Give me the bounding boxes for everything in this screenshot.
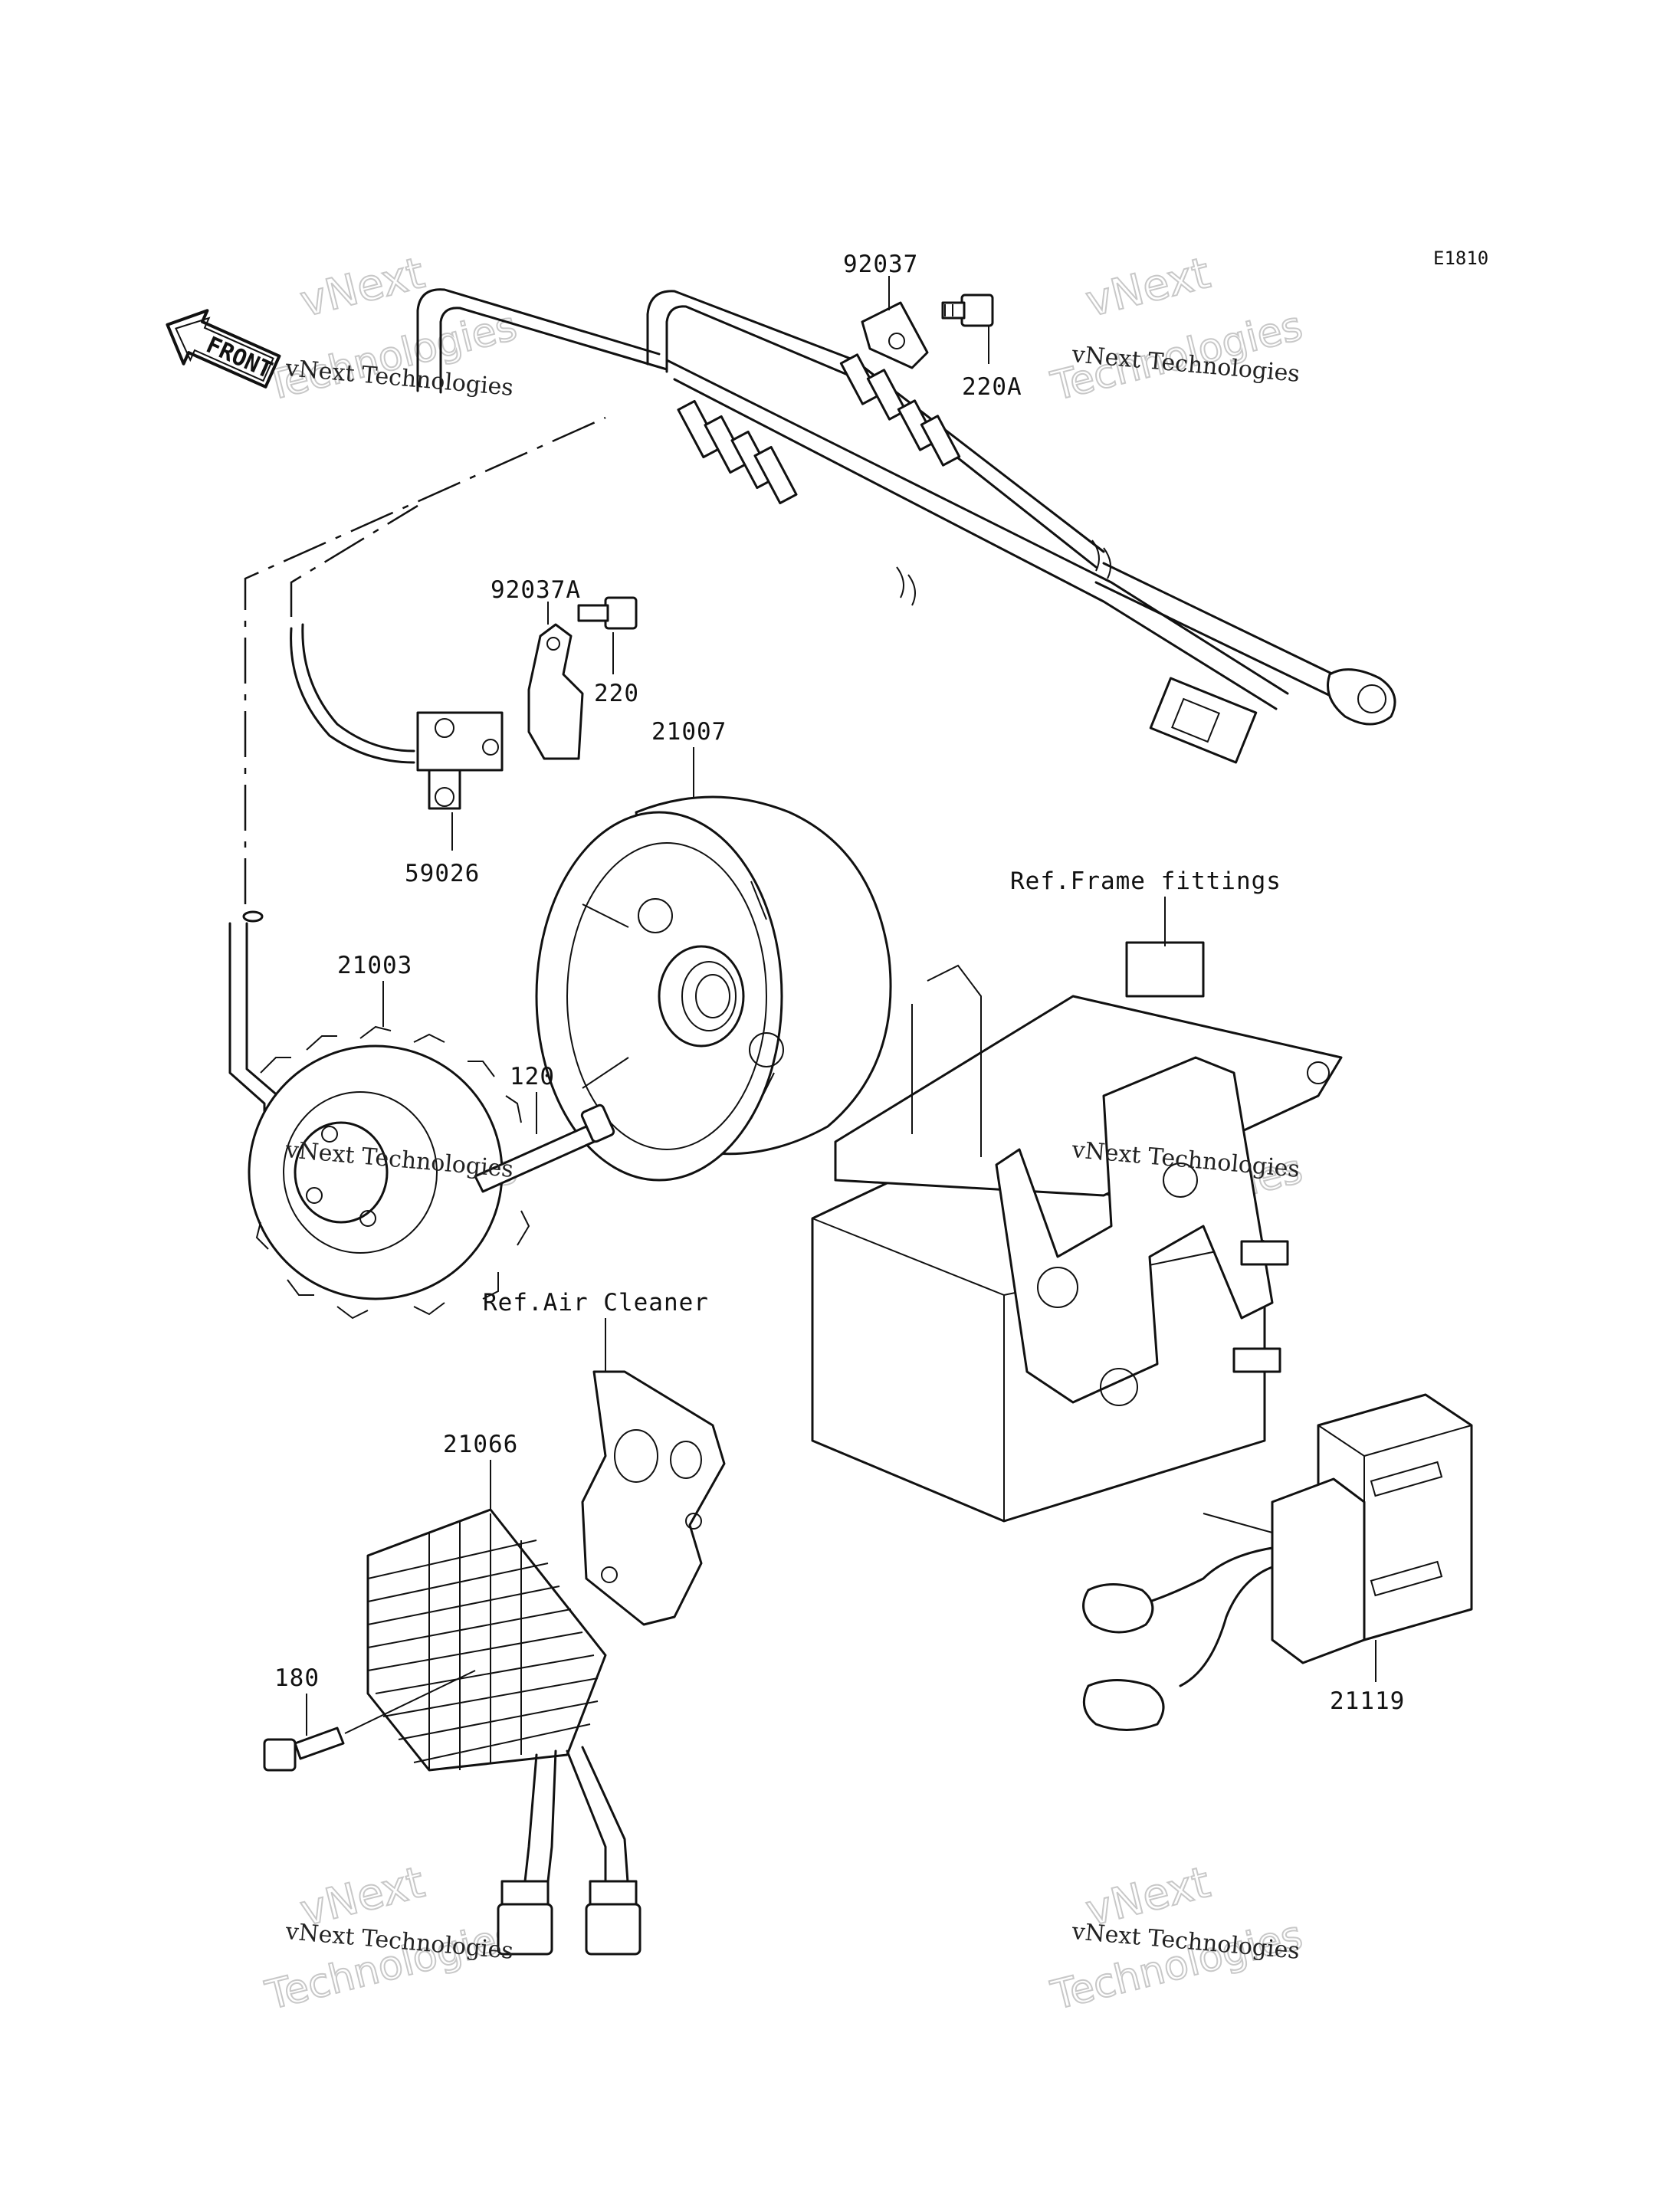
air-cleaner-bracket	[581, 1370, 726, 1626]
bracket-92037A	[527, 623, 584, 760]
ref-label-frame-fittings[interactable]: Ref.Frame fittings	[1010, 867, 1281, 895]
part-label-21003[interactable]: 21003	[337, 952, 412, 979]
bolt-180	[263, 1726, 345, 1772]
part-label-92037[interactable]: 92037	[843, 251, 918, 278]
bracket-92037	[861, 301, 929, 369]
ref-line-pickup	[290, 504, 418, 617]
pickup-coil-59026	[290, 623, 504, 810]
watermark-vnext: vNext	[296, 248, 429, 327]
part-label-92037A[interactable]: 92037A	[491, 576, 581, 604]
leader-180-line	[344, 1670, 476, 1734]
rotor-21007	[535, 795, 892, 1182]
part-label-21007[interactable]: 21007	[651, 718, 727, 746]
ref-label-air-cleaner[interactable]: Ref.Air Cleaner	[483, 1289, 709, 1317]
ref-line-stator-harness	[244, 416, 606, 904]
bolt-120	[474, 1103, 615, 1193]
front-arrow-icon: FRONT	[166, 309, 281, 389]
frame-fittings	[811, 941, 1343, 1523]
part-label-21119[interactable]: 21119	[1330, 1687, 1405, 1715]
wiring-harness	[416, 288, 1396, 764]
part-label-220A[interactable]: 220A	[962, 373, 1022, 401]
stator-21003	[228, 910, 530, 1320]
watermark-vnext: vNext	[1081, 248, 1215, 327]
part-label-21066[interactable]: 21066	[443, 1431, 518, 1458]
bolt-220A	[941, 293, 994, 327]
part-label-59026[interactable]: 59026	[405, 860, 480, 887]
relay-21119	[1082, 1393, 1473, 1731]
bolt-220	[577, 596, 638, 630]
regulator-21066	[366, 1508, 641, 1956]
part-label-220[interactable]: 220	[594, 680, 639, 707]
diagram-code: E1810	[1433, 248, 1488, 269]
part-label-120[interactable]: 120	[510, 1063, 555, 1090]
part-label-180[interactable]: 180	[274, 1664, 320, 1692]
leader-relay-frame	[1203, 1513, 1273, 1533]
